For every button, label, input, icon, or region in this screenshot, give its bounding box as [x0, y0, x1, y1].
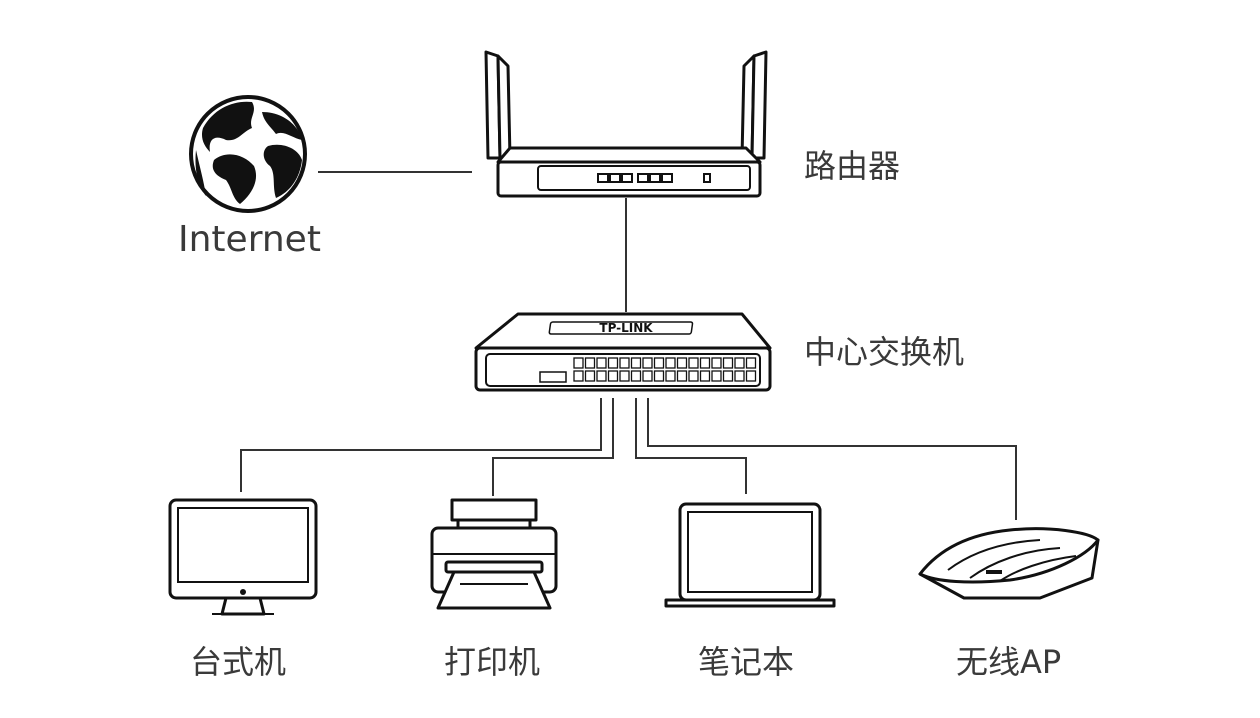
switch-port: [653, 370, 665, 382]
globe-icon: [189, 95, 307, 213]
switch-label: 中心交换机: [804, 333, 965, 371]
router-icon: [484, 50, 768, 198]
switch-port: [642, 370, 653, 382]
switch-brand-logo: TP-LINK: [599, 321, 653, 335]
ap-label: 无线AP: [956, 643, 1062, 681]
switch-port: [711, 357, 722, 369]
switch-port: [630, 370, 642, 382]
switch-port: [722, 357, 734, 369]
printer-label: 打印机: [444, 643, 541, 681]
switch-port: [584, 370, 596, 382]
switch-port: [711, 370, 722, 382]
switch-port: [734, 370, 745, 382]
desktop-monitor-icon: [168, 498, 318, 616]
switch-port: [596, 370, 607, 382]
link-switch-laptop: [635, 398, 747, 494]
desktop-label: 台式机: [190, 643, 287, 681]
switch-port: [688, 357, 699, 369]
internet-label: Internet: [178, 219, 321, 260]
switch-port: [573, 370, 584, 382]
switch-port: [745, 370, 757, 382]
switch-port: [734, 357, 745, 369]
laptop-icon: [664, 502, 836, 608]
switch-port: [699, 370, 711, 382]
switch-port: [676, 357, 688, 369]
switch-port: [584, 357, 596, 369]
switch-port: [573, 357, 584, 369]
switch-port: [630, 357, 642, 369]
switch-port: [745, 357, 757, 369]
switch-port: [665, 370, 676, 382]
router-label: 路由器: [804, 147, 901, 185]
switch-port: [676, 370, 688, 382]
switch-port: [607, 370, 619, 382]
switch-port: [653, 357, 665, 369]
switch-port: [619, 357, 630, 369]
connection-lines: [240, 171, 1017, 520]
switch-port: [722, 370, 734, 382]
switch-port: [619, 370, 630, 382]
link-switch-ap: [647, 398, 1017, 520]
switch-icon: TP-LINK: [474, 312, 772, 392]
ceiling-access-point-icon: [918, 527, 1100, 600]
switch-port: [699, 357, 711, 369]
switch-port: [688, 370, 699, 382]
laptop-label: 笔记本: [698, 643, 795, 681]
link-switch-printer: [492, 398, 614, 496]
switch-port: [607, 357, 619, 369]
switch-port: [596, 357, 607, 369]
printer-icon: [430, 498, 558, 610]
link-switch-desktop: [240, 398, 602, 492]
switch-port: [665, 357, 676, 369]
switch-port: [642, 357, 653, 369]
